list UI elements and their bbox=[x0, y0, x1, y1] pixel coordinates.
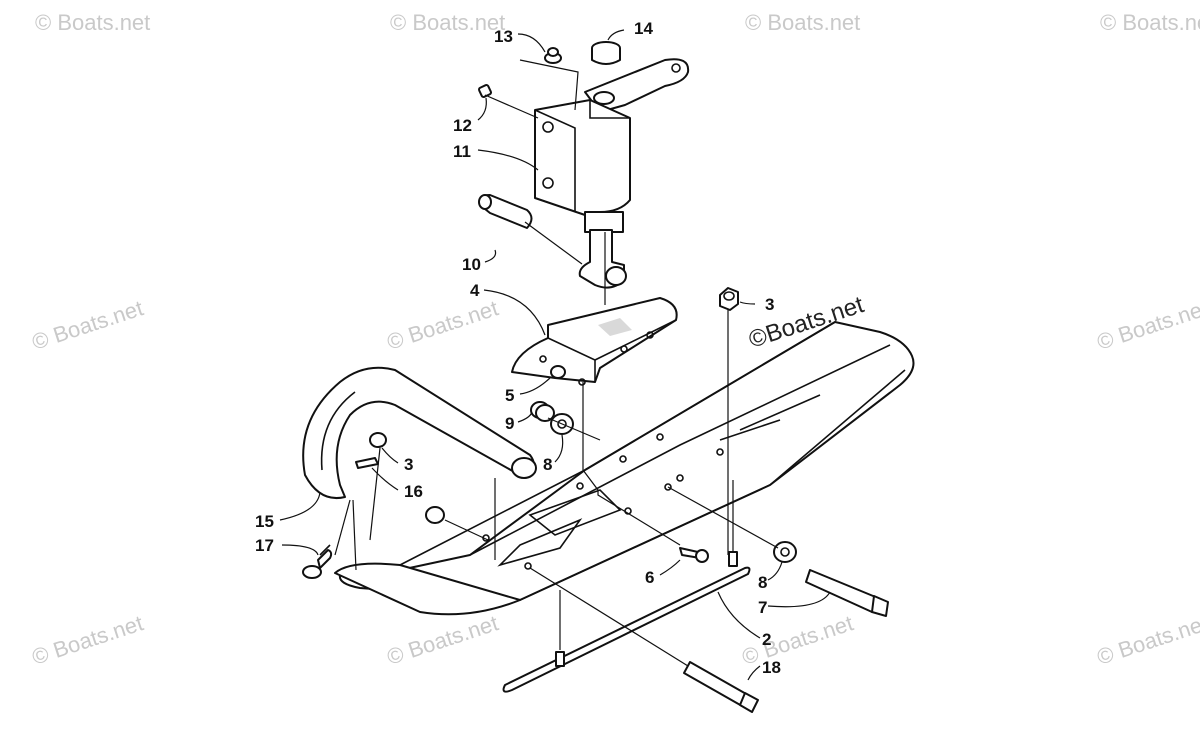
watermark: © Boats.net bbox=[390, 10, 505, 35]
part-2-wear-bar bbox=[502, 551, 751, 693]
part-14-steering-arm bbox=[584, 41, 690, 113]
watermark: © Boats.net bbox=[29, 295, 146, 354]
watermark: © Boats.net bbox=[29, 610, 146, 669]
callout-9: 9 bbox=[505, 414, 514, 433]
callout-18: 18 bbox=[762, 658, 781, 677]
part-17-bolt bbox=[302, 544, 333, 579]
spindle-shaft bbox=[578, 229, 627, 289]
callouts: 13 14 12 11 10 4 3 5 9 8 3 16 15 17 6 8 … bbox=[255, 19, 781, 677]
part-13-grease-fitting bbox=[544, 47, 562, 64]
part-3-nut-left bbox=[369, 432, 387, 448]
callout-5: 5 bbox=[505, 386, 514, 405]
watermark: © Boats.net bbox=[1100, 10, 1200, 35]
ski-body bbox=[334, 321, 915, 616]
part-4-ski-saddle bbox=[511, 297, 678, 386]
callout-8-right: 8 bbox=[758, 573, 767, 592]
callout-16: 16 bbox=[404, 482, 423, 501]
callout-4: 4 bbox=[470, 281, 480, 300]
callout-3-top: 3 bbox=[765, 295, 774, 314]
callout-12: 12 bbox=[453, 116, 472, 135]
callout-6: 6 bbox=[645, 568, 654, 587]
watermark: © Boats.net bbox=[739, 610, 856, 669]
part-9-spacer bbox=[530, 401, 555, 422]
callout-17: 17 bbox=[255, 536, 274, 555]
watermark: © Boats.net bbox=[1094, 295, 1200, 354]
watermark: © Boats.net bbox=[384, 295, 501, 354]
callout-3-left: 3 bbox=[404, 455, 413, 474]
part-8-washer-right bbox=[773, 541, 797, 563]
leader-lines bbox=[279, 29, 831, 681]
callout-14: 14 bbox=[634, 19, 653, 38]
part-6-bolt bbox=[679, 547, 709, 563]
watermark: © Boats.net bbox=[1094, 610, 1200, 669]
callout-11: 11 bbox=[453, 142, 471, 161]
part-3-nut-top bbox=[719, 287, 739, 311]
callout-13: 13 bbox=[494, 27, 513, 46]
part-3-nut-spacer bbox=[425, 506, 445, 524]
callout-7: 7 bbox=[758, 598, 767, 617]
watermark: © Boats.net bbox=[745, 10, 860, 35]
part-5-nut bbox=[550, 365, 566, 379]
part-15-ski-handle bbox=[302, 366, 537, 499]
watermark: © Boats.net bbox=[35, 10, 150, 35]
callout-8-left: 8 bbox=[543, 455, 552, 474]
part-10-bushing bbox=[478, 194, 533, 229]
callout-15: 15 bbox=[255, 512, 274, 531]
part-7-bolt bbox=[805, 569, 889, 617]
watermark: © Boats.net bbox=[384, 610, 501, 669]
part-11-spindle-housing bbox=[534, 99, 631, 233]
callout-2: 2 bbox=[762, 630, 771, 649]
part-18-bolt bbox=[683, 661, 759, 713]
callout-10: 10 bbox=[462, 255, 481, 274]
part-16-washer bbox=[355, 457, 379, 469]
